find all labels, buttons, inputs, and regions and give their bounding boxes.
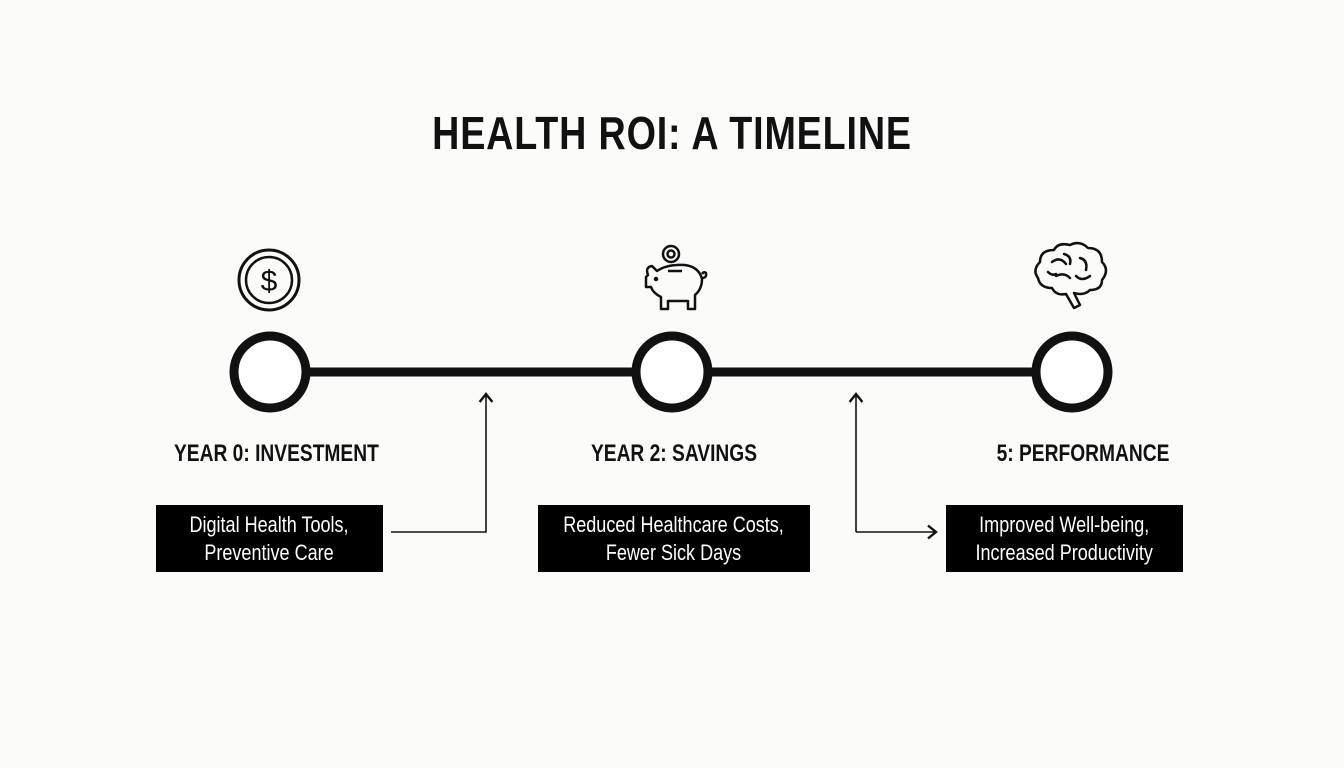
milestone-box-year-2: Reduced Healthcare Costs,Fewer Sick Days xyxy=(538,505,810,572)
milestone-node-year-2 xyxy=(631,331,713,413)
milestone-box-year-5: Improved Well-being,Increased Productivi… xyxy=(946,505,1183,572)
box-line: Preventive Care xyxy=(204,539,335,565)
connector-arrow-2 xyxy=(848,392,938,540)
piggy-bank-icon xyxy=(644,244,708,311)
connector-arrow-1 xyxy=(391,392,494,533)
milestone-label-year-0: YEAR 0: INVESTMENT xyxy=(174,440,379,467)
svg-text:$: $ xyxy=(261,265,278,298)
milestone-box-year-0: Digital Health Tools,Preventive Care xyxy=(156,505,383,572)
milestone-label-year-5: 5: PERFORMANCE xyxy=(996,440,1170,467)
milestone-node-year-5 xyxy=(1031,331,1113,413)
box-line: Reduced Healthcare Costs, xyxy=(563,511,785,537)
box-line: Increased Productivity xyxy=(975,539,1154,565)
box-line: Improved Well-being, xyxy=(979,511,1150,537)
dollar-coin-icon: $ xyxy=(237,248,301,312)
brain-icon xyxy=(1034,241,1108,310)
diagram-title: HEALTH ROI: A TIMELINE xyxy=(432,107,912,159)
box-line: Fewer Sick Days xyxy=(606,539,742,565)
milestone-label-year-2: YEAR 2: SAVINGS xyxy=(590,440,758,467)
milestone-node-year-0 xyxy=(229,331,311,413)
box-line: Digital Health Tools, xyxy=(189,511,350,537)
